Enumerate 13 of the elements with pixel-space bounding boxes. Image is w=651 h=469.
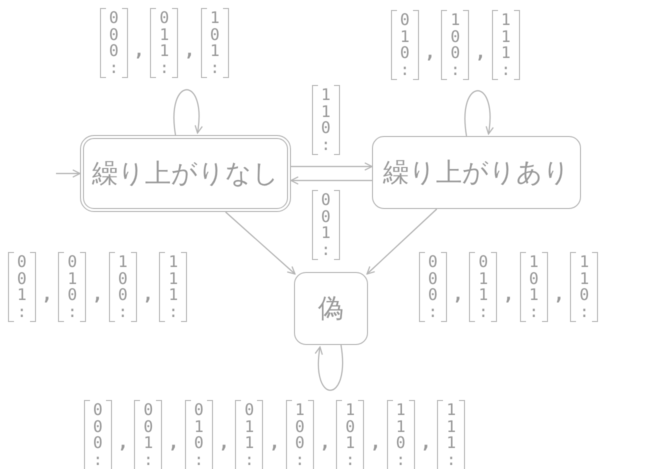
arrow xyxy=(56,169,81,178)
state-box: 繰り上がりあり xyxy=(372,136,581,209)
arrow xyxy=(291,162,373,171)
start-state-box: 繰り上がりなし xyxy=(80,135,291,212)
arrow xyxy=(315,344,344,391)
state-box: 偽 xyxy=(294,272,368,345)
arrow xyxy=(464,90,494,136)
arrow xyxy=(290,176,372,185)
edge-label: 1 1 0 : xyxy=(312,85,340,155)
arrow xyxy=(225,212,296,275)
arrow xyxy=(173,89,202,136)
edge-label: 0 0 1 : xyxy=(312,190,340,260)
arrow xyxy=(366,208,438,275)
